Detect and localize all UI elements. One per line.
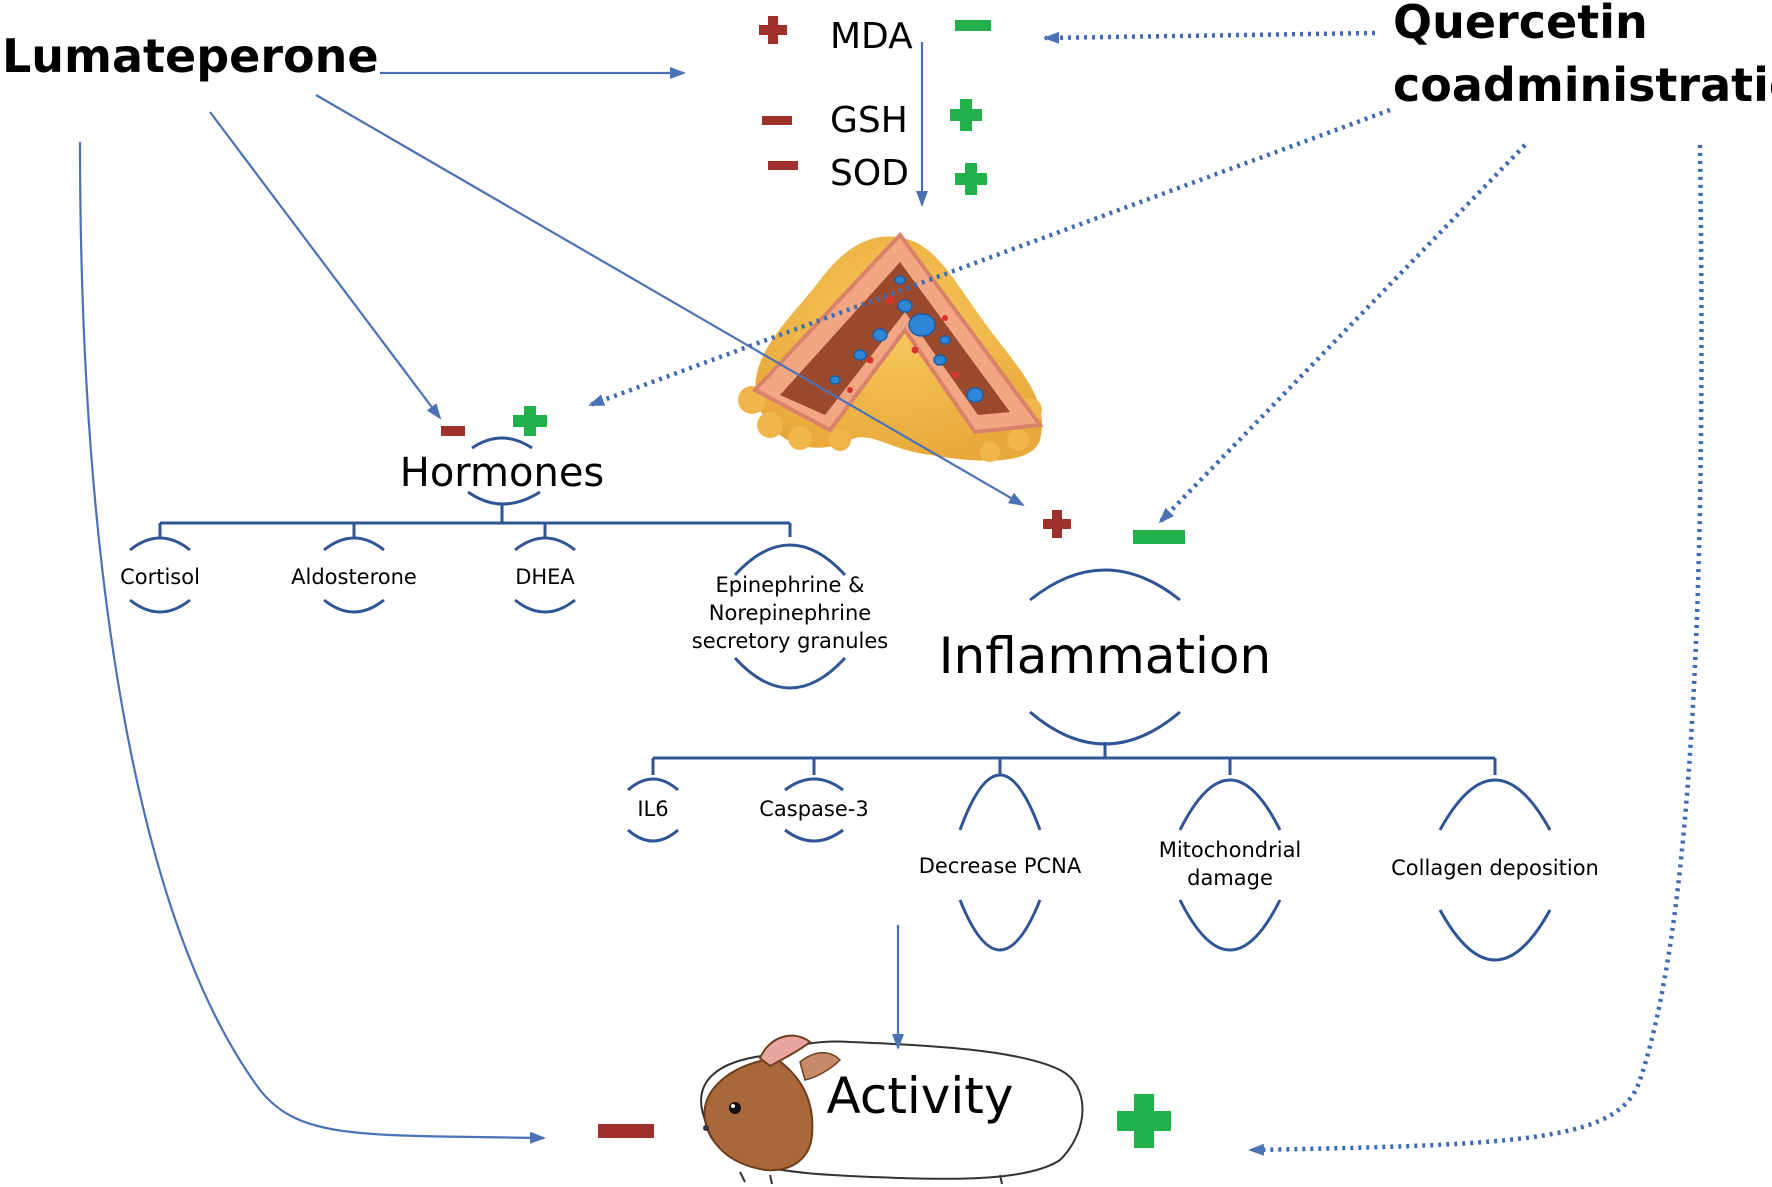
inflammation-tree — [627, 742, 1552, 962]
adrenal-gland-illustration — [738, 231, 1044, 462]
gsh-quercetin-plus-icon — [950, 99, 982, 131]
inflammation-bracket-bottom — [1029, 710, 1181, 746]
aldosterone-label: Aldosterone — [291, 565, 417, 589]
lumateperone-arrows — [78, 42, 1025, 1144]
granules-label-line1: Epinephrine & — [715, 573, 864, 597]
collagen-label: Collagen deposition — [1391, 856, 1599, 880]
activity-title: Activity — [827, 1067, 1014, 1125]
guinea-pig-illustration — [700, 1034, 1084, 1185]
quercetin-arrows — [588, 30, 1704, 1156]
hormones-quercetin-plus-icon — [513, 406, 547, 436]
hormones-lumateperone-minus-icon — [441, 426, 465, 436]
quercetin-to-activity-arrow — [1248, 144, 1704, 1156]
sod-quercetin-plus-icon — [955, 163, 987, 195]
hormones-bracket-top — [471, 436, 533, 450]
quercetin-label-line1: Quercetin — [1393, 0, 1648, 49]
inflammation-title: Inflammation — [939, 627, 1271, 685]
granules-label-line2: Norepinephrine — [709, 601, 871, 625]
quercetin-to-markers-arrow — [1043, 30, 1376, 44]
cortisol-label: Cortisol — [120, 565, 200, 589]
pcna-label: Decrease PCNA — [919, 854, 1082, 878]
quercetin-to-hormones-arrow — [588, 107, 1391, 408]
activity-lumateperone-minus-icon — [598, 1124, 654, 1138]
mda-lumateperone-plus-icon — [759, 16, 787, 44]
sod-lumateperone-minus-icon — [768, 161, 798, 170]
granules-label-line3: secretory granules — [692, 629, 888, 653]
gsh-lumateperone-minus-icon — [762, 116, 792, 125]
hormones-tree — [129, 505, 847, 690]
oxidative-markers: MDA GSH SOD — [759, 16, 991, 195]
lumateperone-label: Lumateperone — [2, 29, 379, 83]
activity-quercetin-plus-icon — [1117, 1094, 1171, 1148]
inflammation-bracket-top — [1029, 568, 1181, 602]
dhea-label: DHEA — [515, 565, 575, 589]
mda-label: MDA — [830, 16, 913, 57]
lumateperone-to-inflammation-arrow — [315, 94, 1025, 507]
mitochondrial-label-line1: Mitochondrial — [1159, 838, 1302, 862]
lumateperone-to-activity-arrow — [78, 141, 546, 1144]
mitochondrial-label-line2: damage — [1187, 866, 1273, 890]
gsh-label: GSH — [830, 100, 908, 141]
quercetin-label-line2: coadministration — [1393, 58, 1772, 112]
sod-label: SOD — [830, 153, 909, 194]
lumateperone-to-hormones-arrow — [209, 111, 442, 420]
quercetin-to-inflammation-arrow — [1158, 143, 1527, 524]
il6-label: IL6 — [637, 797, 668, 821]
inflammation-quercetin-minus-icon — [1133, 530, 1185, 544]
hormones-bracket-bottom — [467, 490, 541, 506]
inflammation-lumateperone-plus-icon — [1043, 510, 1071, 538]
caspase-label: Caspase-3 — [759, 797, 868, 821]
mda-quercetin-minus-icon — [955, 20, 991, 31]
hormones-title: Hormones — [400, 450, 605, 496]
